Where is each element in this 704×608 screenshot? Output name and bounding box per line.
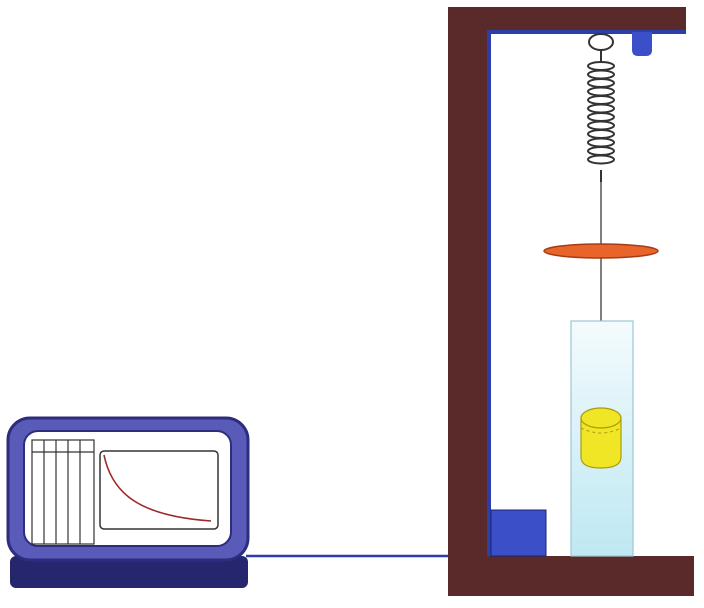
weight-body: [580, 417, 622, 469]
stand-pillar: [448, 7, 490, 596]
mount-block: [632, 32, 652, 56]
spring-coil: [587, 86, 615, 97]
spring-coil: [587, 146, 615, 156]
weight-top: [580, 407, 622, 429]
spring-coil: [587, 103, 615, 114]
stand-top-arm: [448, 7, 686, 32]
spring-coil: [587, 95, 615, 105]
spring-coil: [587, 137, 615, 148]
motion-sensor-icon: [490, 509, 547, 557]
stand-pillar-inner-edge: [487, 30, 491, 556]
spring-coil: [587, 61, 615, 71]
spring-coil: [587, 154, 615, 165]
spring-hook-ring: [588, 33, 614, 51]
recorder-column-panel: [31, 439, 95, 545]
data-recorder-icon: [6, 416, 250, 588]
support-stand-icon: [448, 7, 694, 596]
spring-coil: [587, 120, 615, 131]
cylindrical-weight-icon: [580, 407, 622, 469]
recorder-graph-window: [99, 450, 219, 530]
decay-curve: [103, 454, 212, 522]
stand-base: [448, 556, 694, 596]
damping-disc-icon: [543, 243, 659, 259]
recorder-base: [10, 556, 248, 588]
stand-arm-underside: [490, 30, 686, 34]
spring-icon: [587, 33, 615, 182]
spring-coil: [587, 129, 615, 139]
spring-coils: [587, 61, 615, 165]
weight-hidden-rim: [580, 427, 622, 434]
spring-coil: [587, 78, 615, 88]
spring-coil: [587, 69, 615, 80]
spring-coil: [587, 112, 615, 122]
